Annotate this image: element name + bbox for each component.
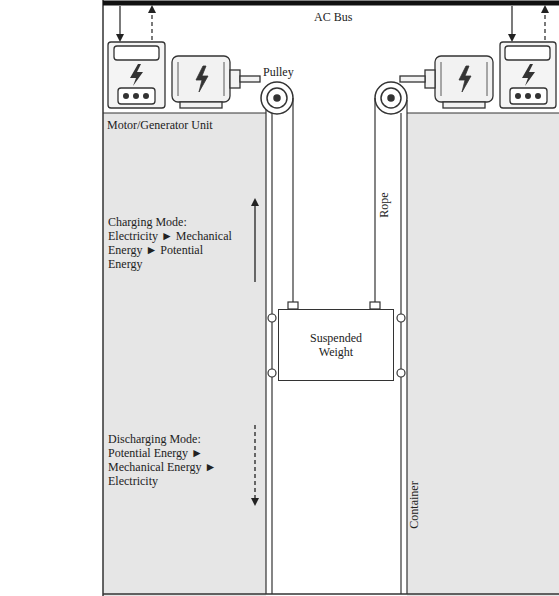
- power-converter: [108, 42, 556, 108]
- text-label: Motor/Generator Unit: [107, 118, 213, 132]
- text-label: AC Bus: [311, 10, 355, 24]
- motor-generator: [172, 56, 493, 108]
- charging-arrow: [254, 202, 255, 282]
- motor-fins: [178, 62, 487, 96]
- ground-right: [407, 113, 559, 596]
- node-text: Suspended Weight: [296, 331, 376, 359]
- ground-line: [407, 113, 559, 114]
- bus-arrows: [120, 6, 545, 40]
- ground-left: [103, 113, 266, 596]
- discharging-arrow: [254, 425, 255, 502]
- ground-line: [103, 113, 266, 114]
- ground-line: [103, 593, 559, 595]
- vertical-label: Rope: [377, 192, 391, 217]
- pulley: [261, 82, 407, 114]
- text-label: Charging Mode: Electricity ► Mechanical …: [108, 215, 233, 271]
- text-label: Pulley: [263, 65, 294, 79]
- rope: [288, 98, 380, 309]
- vertical-label: Container: [407, 481, 421, 528]
- weight-box: Suspended Weight: [278, 309, 394, 381]
- text-label: Discharging Mode: Potential Energy ► Mec…: [108, 432, 233, 488]
- boundary-line: [102, 0, 104, 596]
- container-walls: [266, 100, 407, 594]
- ac-bus: [103, 1, 559, 6]
